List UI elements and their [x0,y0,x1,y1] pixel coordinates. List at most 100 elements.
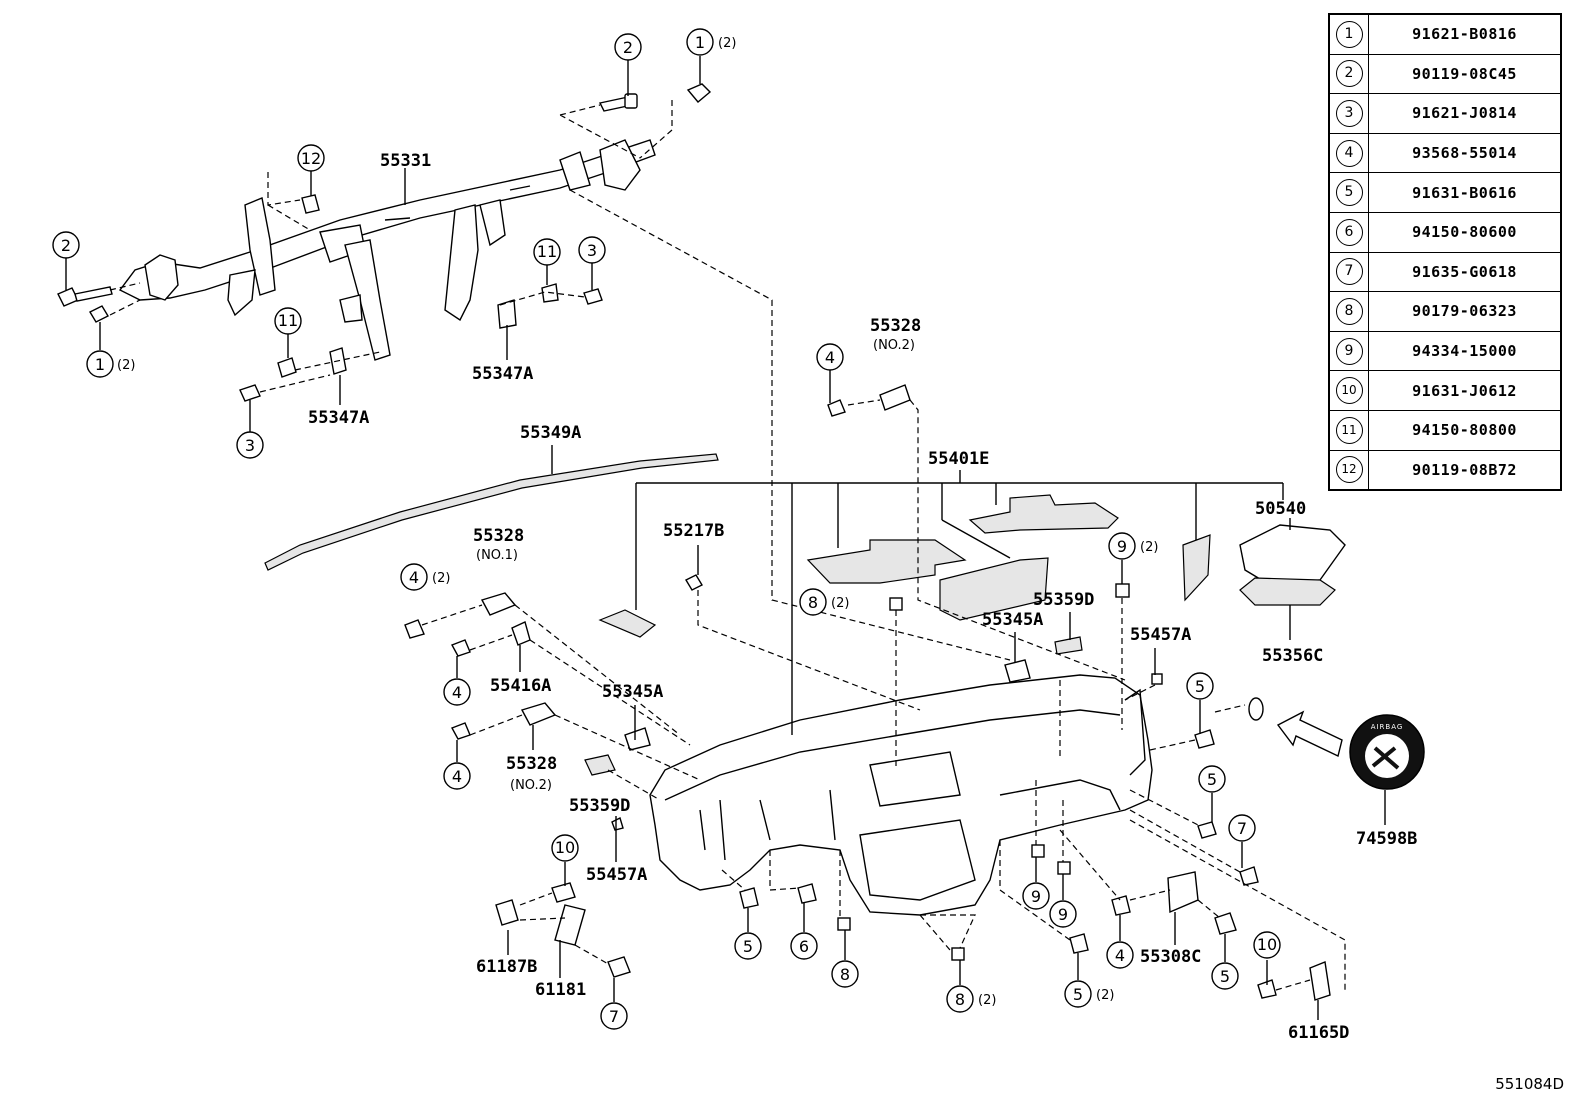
diagram-reference-code: 551084D [1495,1075,1564,1093]
parts-table-part-number: 91635-G0618 [1368,251,1562,293]
svg-text:(2): (2) [117,358,135,373]
label-55416a: 55416A [490,676,551,696]
svg-text:10: 10 [1257,935,1277,954]
callout-8-top: 8 (2) [799,588,849,616]
leader-lines [65,56,1386,1020]
callout-5-bot: 5 [734,932,762,960]
callout-8-bot2: 8 (2) [946,985,996,1013]
label-55345a-right: 55345A [982,610,1043,630]
callout-12: 12 [297,144,325,172]
parts-table-part-number: 90119-08B72 [1368,449,1562,491]
airbag-warning-icon: AIRBAG [1349,714,1425,790]
callout-2-top: 2 [614,33,642,61]
svg-text:(2): (2) [831,596,849,611]
parts-table-key: 10 [1335,377,1363,405]
parts-table-part-number: 94334-15000 [1368,330,1562,372]
parts-table-key: 11 [1335,416,1363,444]
callout-9-bot-b: 9 [1049,900,1077,928]
svg-text:8: 8 [840,965,850,984]
label-55359d-right: 55359D [1033,590,1094,610]
parts-table-key: 4 [1335,139,1363,167]
svg-text:11: 11 [278,311,298,330]
parts-table-part-number: 91631-J0612 [1368,370,1562,411]
label-55359d-left: 55359D [569,796,630,816]
label-55347a-left: 55347A [308,408,369,428]
upper-panel-parts [598,384,1346,685]
svg-text:4: 4 [452,683,462,702]
svg-text:2: 2 [61,236,71,255]
callout-10-left: 10 [551,834,579,862]
svg-text:(2): (2) [1096,988,1114,1003]
callout-3-a: 3 [578,236,606,264]
svg-text:(2): (2) [978,993,996,1008]
svg-text:9: 9 [1031,887,1041,906]
label-55328-top: 55328 [870,316,921,336]
label-55308c: 55308C [1140,947,1201,967]
defroster-strip [264,453,719,571]
svg-text:1: 1 [695,33,705,52]
svg-text:4: 4 [409,568,419,587]
callout-8-bot: 8 [831,960,859,988]
callout-1-left: 1 (2) [86,350,135,378]
arrow-icon [1276,710,1343,757]
svg-text:5: 5 [743,937,753,956]
callout-6-bot: 6 [790,932,818,960]
label-55345a-left: 55345A [602,682,663,702]
left-panel-parts [404,592,1331,1001]
svg-text:5: 5 [1195,677,1205,696]
svg-text:6: 6 [799,937,809,956]
svg-text:5: 5 [1073,985,1083,1004]
label-61165d: 61165D [1288,1023,1349,1043]
label-55457a-left: 55457A [586,865,647,885]
svg-text:3: 3 [587,241,597,260]
label-61187b: 61187B [476,957,537,977]
parts-table-key: 8 [1335,297,1363,325]
svg-text:1: 1 [95,355,105,374]
parts-table-part-number: 90179-06323 [1368,291,1562,332]
svg-text:8: 8 [808,593,818,612]
parts-table-key: 6 [1335,218,1363,246]
svg-text:9: 9 [1058,905,1068,924]
callout-9-bot-a: 9 [1022,882,1050,910]
label-55401e: 55401E [928,449,989,469]
label-55328-top-sub: (NO.2) [873,338,915,353]
callout-5-bot3: 5 [1211,962,1239,990]
callout-4-top: 4 [816,343,844,371]
parts-table-key: 1 [1335,20,1363,48]
svg-text:7: 7 [609,1007,619,1026]
instrument-panel-body [649,674,1264,916]
callout-11-b: 11 [274,307,302,335]
parts-table-key: 3 [1335,99,1363,127]
svg-text:2: 2 [623,38,633,57]
label-55331: 55331 [380,151,431,171]
callout-3-b: 3 [236,431,264,459]
svg-text:5: 5 [1207,770,1217,789]
callout-7-left: 7 [600,1002,628,1030]
callout-4-no1: 4(2) [400,563,450,591]
svg-text:7: 7 [1237,819,1247,838]
callout-5-bot2: 5 (2) [1064,980,1114,1008]
callout-1-top: 1(2) [686,28,736,56]
label-55349a: 55349A [520,423,581,443]
svg-text:5: 5 [1220,967,1230,986]
parts-table-part-number: 91621-B0816 [1368,13,1562,55]
parts-table-key: 9 [1335,337,1363,365]
part-labels: 55331 55347A 55347A 55349A 55328 (NO.2) … [308,151,1417,1043]
callout-7-right: 7 [1228,814,1256,842]
callout-2-left: 2 [52,231,80,259]
svg-text:8: 8 [955,990,965,1009]
svg-text:11: 11 [537,242,557,261]
instrument-panel-reinforcement [118,139,656,361]
svg-text:(2): (2) [1140,540,1158,555]
svg-text:4: 4 [452,767,462,786]
parts-table-part-number: 93568-55014 [1368,132,1562,174]
